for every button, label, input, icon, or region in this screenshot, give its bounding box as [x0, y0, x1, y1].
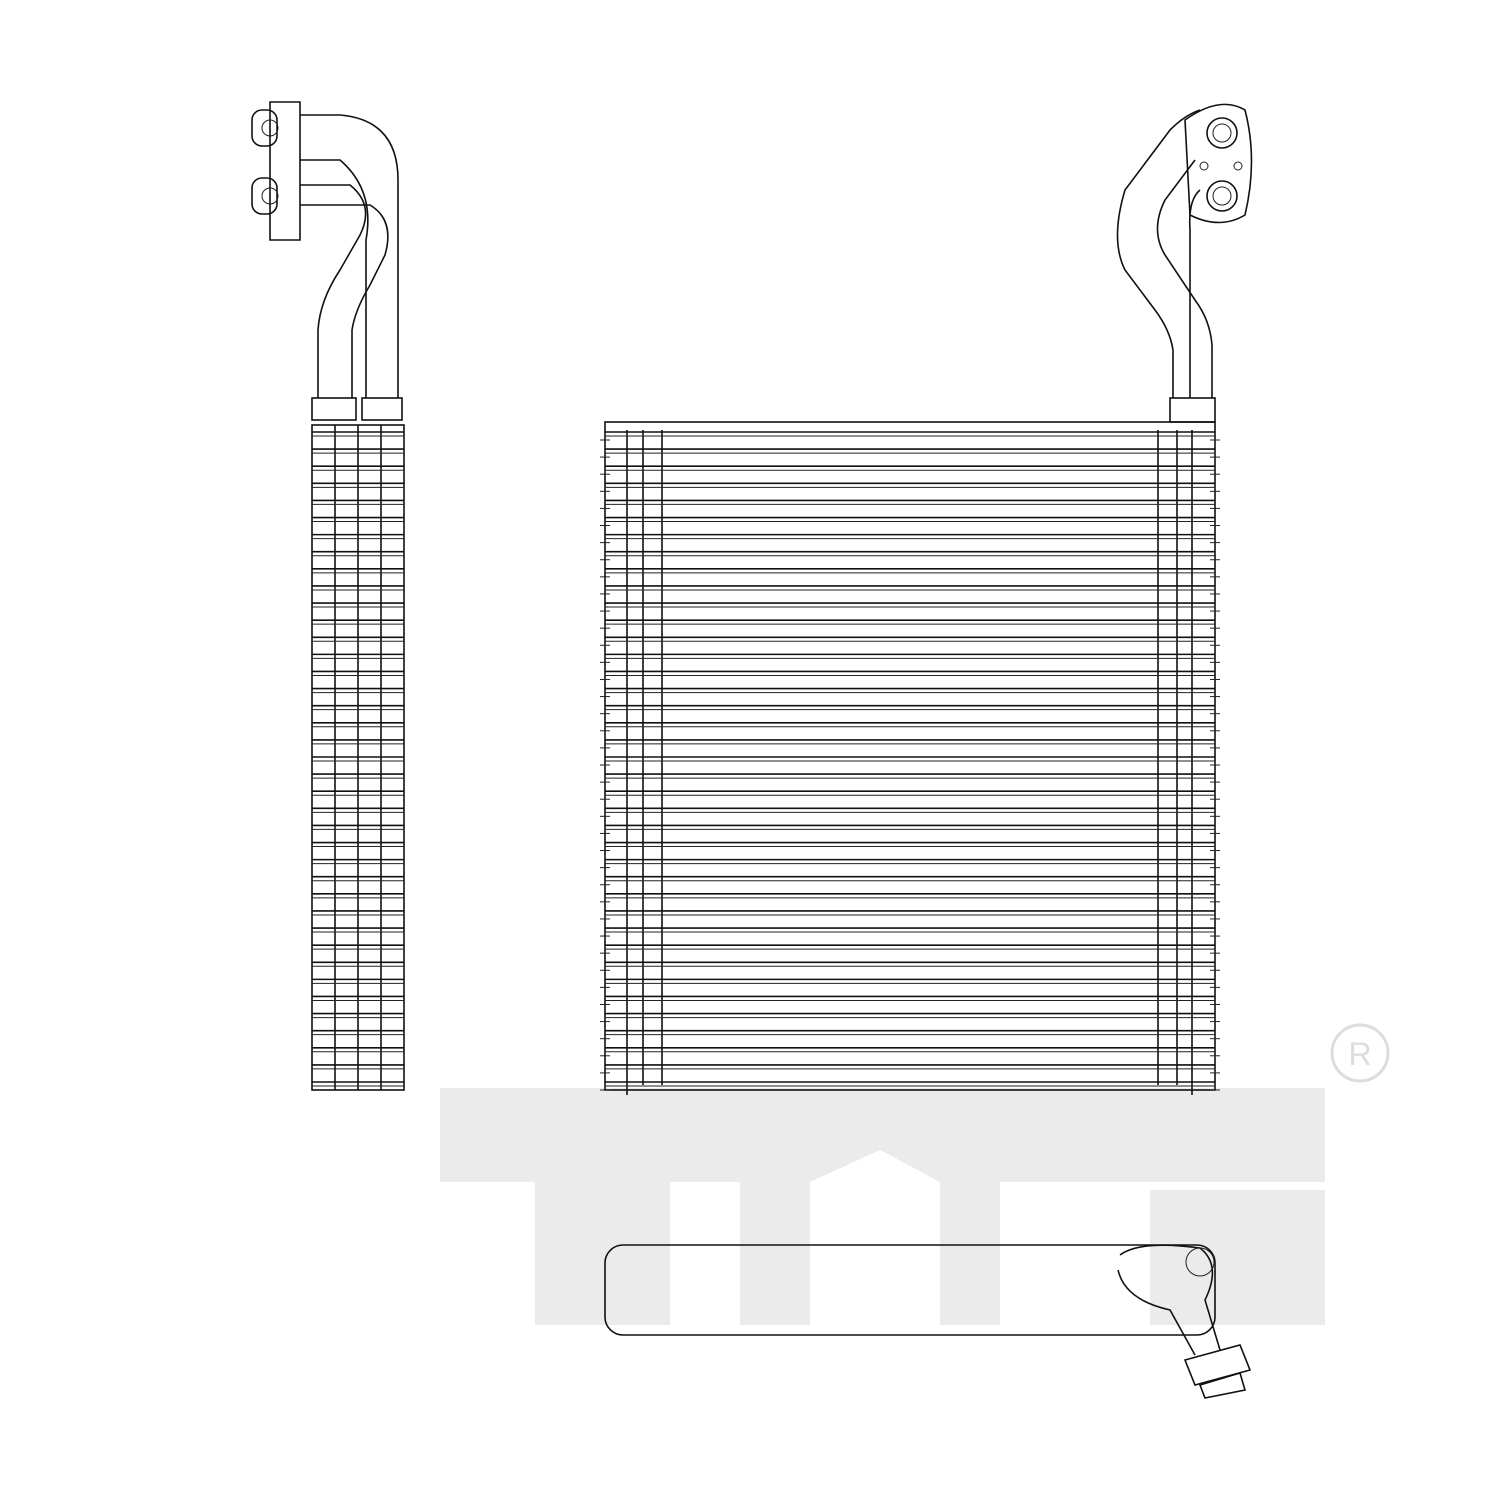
inlet-outlet-fittings — [1116, 103, 1253, 423]
svg-text:R: R — [1348, 1036, 1371, 1072]
registered-mark-circle — [1330, 1023, 1390, 1083]
evaporator-core — [600, 421, 1220, 1095]
tyc-logo-watermark: R — [440, 1023, 1390, 1325]
top-view — [604, 1244, 1252, 1399]
side-view — [251, 101, 405, 1091]
